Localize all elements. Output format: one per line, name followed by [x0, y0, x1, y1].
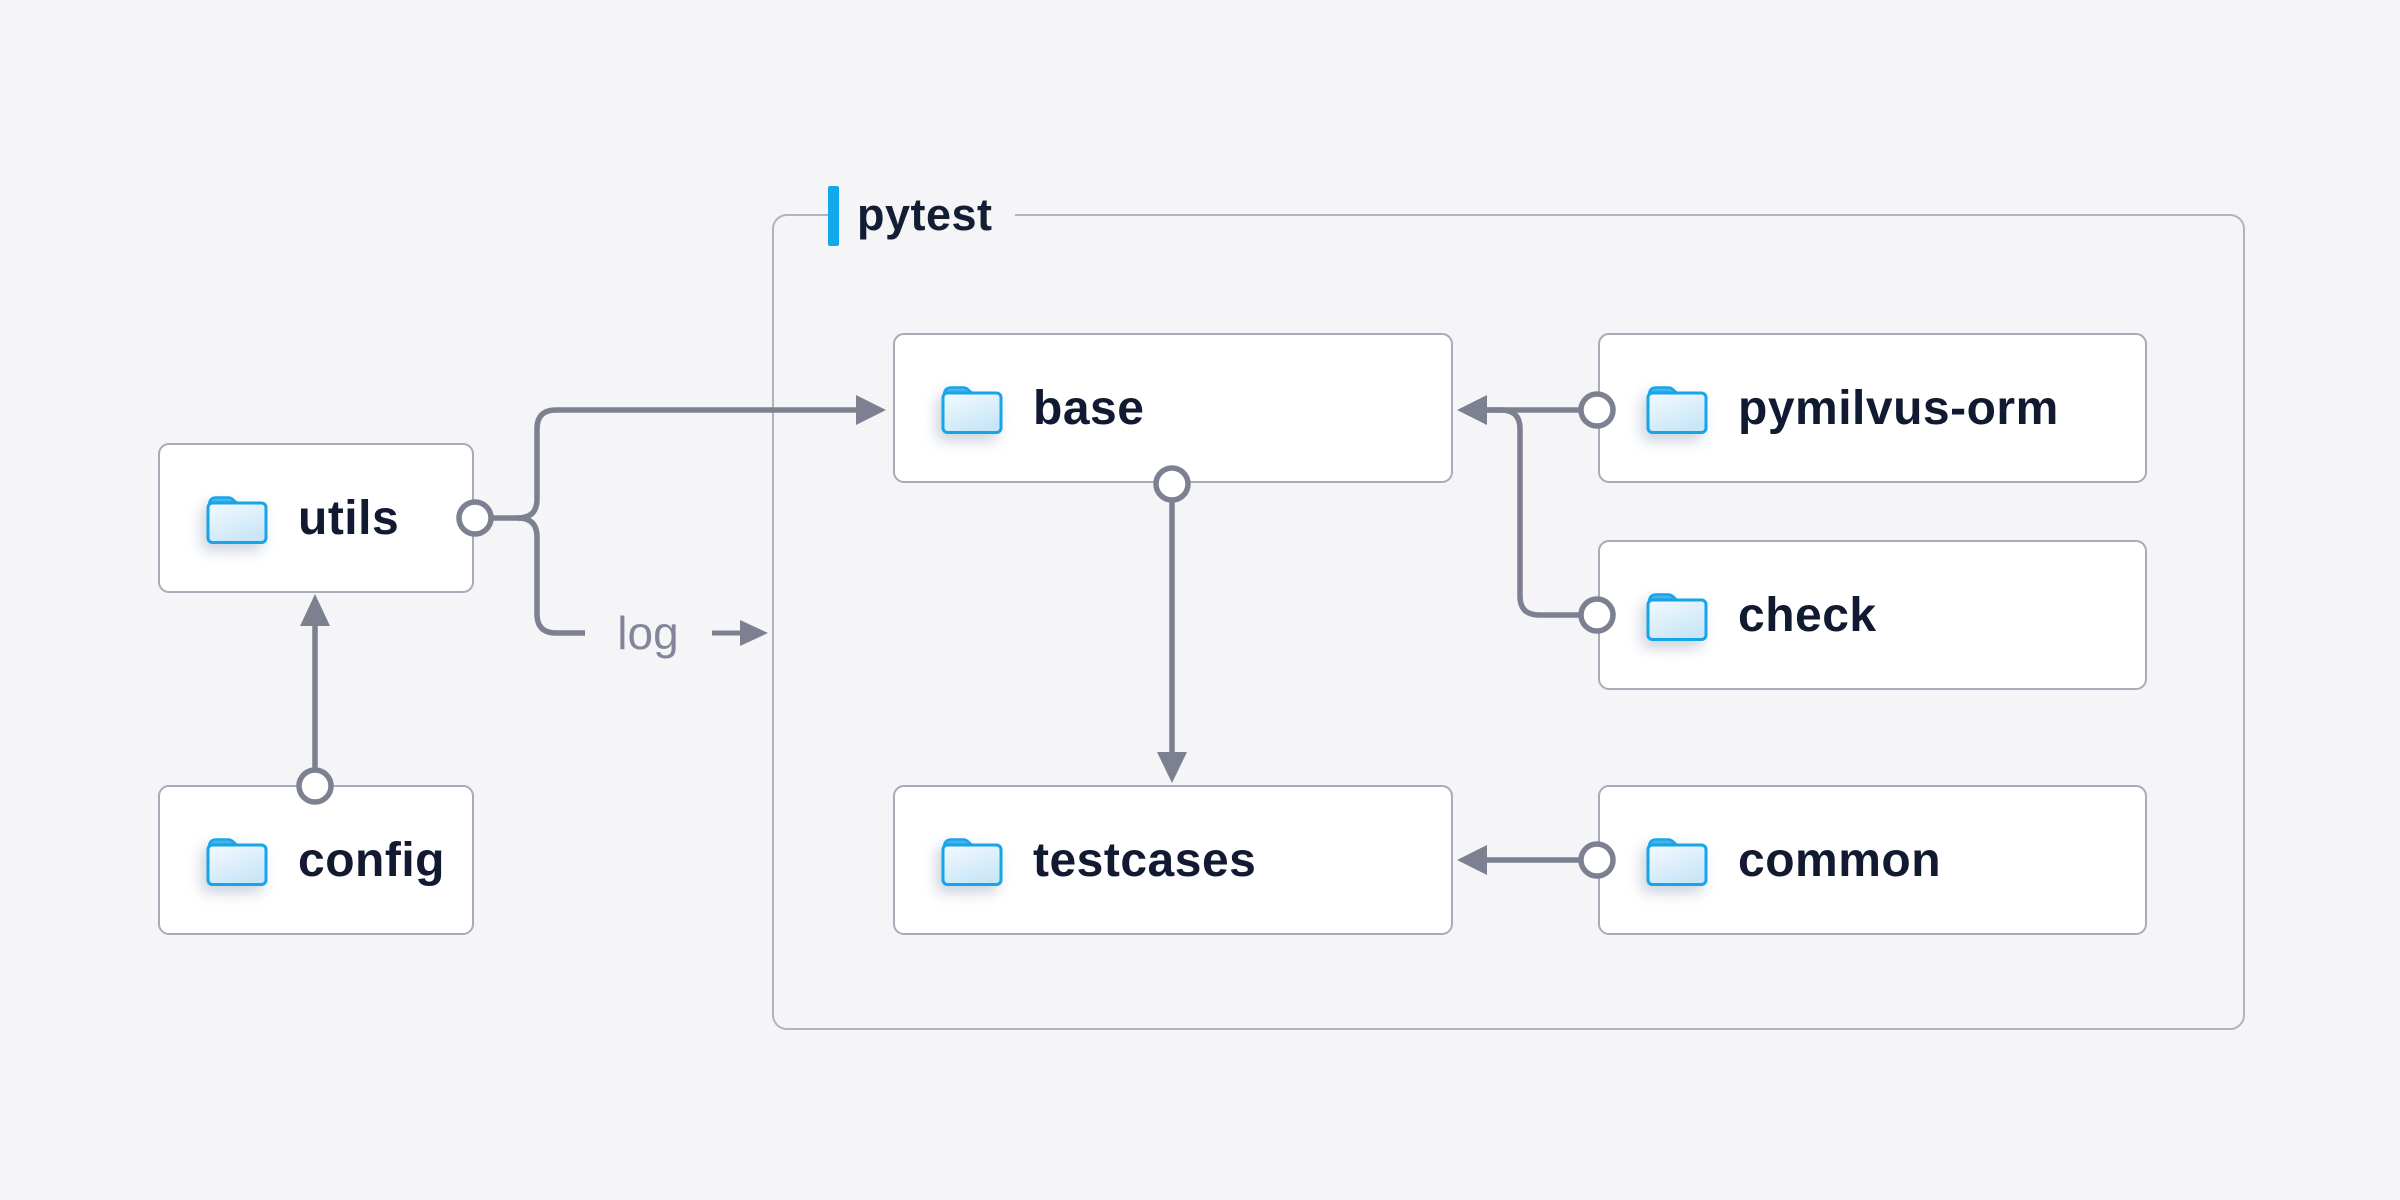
edge-base-testcases [1153, 465, 1191, 783]
node-label: base [1033, 381, 1145, 435]
node-pymilvus-orm: pymilvus-orm [1598, 333, 2147, 483]
edge-utils-base [456, 395, 886, 636]
node-label: common [1738, 833, 1942, 887]
node-config: config [158, 785, 474, 935]
accent-bar [828, 186, 839, 246]
group-pytest-label: pytest [828, 185, 1015, 247]
edge-check-base [1474, 407, 1616, 634]
folder-icon [204, 491, 270, 545]
edge-common-testcases [1457, 841, 1616, 879]
folder-icon [939, 381, 1005, 435]
node-label: config [298, 833, 445, 887]
node-base: base [893, 333, 1453, 483]
folder-icon [1644, 588, 1710, 642]
node-common: common [1598, 785, 2147, 935]
node-check: check [1598, 540, 2147, 690]
edge-pymilvus-orm-base [1457, 391, 1616, 429]
folder-icon [1644, 381, 1710, 435]
edge-config-utils [296, 594, 334, 805]
folder-icon [1644, 833, 1710, 887]
node-label: pymilvus-orm [1738, 381, 2059, 435]
edge-label-log: log [617, 607, 679, 659]
node-label: check [1738, 588, 1877, 642]
folder-icon [204, 833, 270, 887]
node-label: utils [298, 491, 400, 545]
node-testcases: testcases [893, 785, 1453, 935]
node-label: testcases [1033, 833, 1257, 887]
group-pytest: pytest [772, 185, 2245, 1030]
group-title: pytest [857, 188, 993, 240]
folder-icon [939, 833, 1005, 887]
edge-log-arrow [712, 620, 768, 646]
